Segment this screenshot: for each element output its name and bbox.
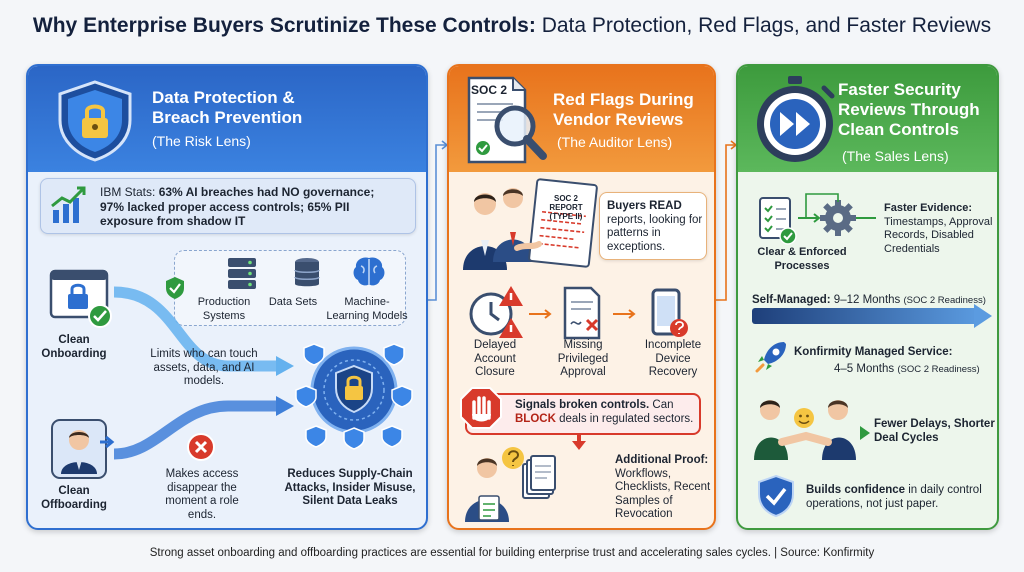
self-managed-text: Self-Managed: 9–12 Months (SOC 2 Readine… — [752, 294, 997, 308]
ibm-stats-card — [40, 178, 416, 234]
buyers-rest: reports, looking for patterns in excepti… — [607, 213, 703, 253]
faster-evidence-text: Faster Evidence: Timestamps, Approval Re… — [884, 202, 996, 256]
panel3-title-line3: Clean Controls — [838, 120, 959, 139]
infographic-title: Why Enterprise Buyers Scrutinize These C… — [0, 14, 1024, 38]
clean-offboarding-label: Clean Offboarding — [41, 485, 107, 511]
onboarding-flow-arrow — [113, 286, 294, 460]
self-small: (SOC 2 Readiness) — [903, 295, 986, 306]
rocket-icon — [755, 342, 786, 373]
stop-hand-icon — [460, 387, 502, 429]
limits-text: Limits who can touch assets, data, and A… — [150, 348, 258, 387]
stats-bold1: 63% AI breaches had NO governance; — [158, 185, 375, 199]
stats-bold3: exposure from shadow IT — [100, 214, 246, 228]
managed-rest: 4–5 Months — [834, 363, 895, 375]
panel2-title-line2: Vendor Reviews — [553, 110, 684, 129]
timeline-arrowhead-icon — [974, 304, 992, 328]
self-rest: 9–12 Months — [833, 294, 901, 306]
panel1-title-line2: Breach Prevention — [152, 108, 303, 127]
soc2-doc-label: SOC 2 — [471, 83, 508, 97]
alert-rest1: Can — [652, 399, 674, 411]
x-circle-icon — [187, 433, 215, 461]
makes-text: Makes access disappear the moment a role… — [165, 468, 239, 521]
buyers-read-card — [599, 192, 707, 260]
asset-ml-models: Machine-Learning Models — [326, 296, 408, 322]
auditor-checklist-icon — [465, 447, 556, 522]
reduces-text: Reduces Supply-Chain Attacks, Insider Mi… — [284, 468, 416, 507]
asset-production-systems: Production Systems — [197, 296, 251, 322]
shield-network-icon — [295, 343, 413, 450]
alert-bold2: BLOCK — [515, 412, 556, 425]
soc2-document-magnifier-icon — [467, 76, 547, 164]
panel3-title-line2: Reviews Through — [838, 100, 980, 119]
chevron-arrow-icon — [860, 426, 870, 440]
buyers-bold: Buyers READ — [607, 200, 682, 212]
self-bold: Self-Managed: — [752, 294, 831, 306]
check-shield-icon — [758, 474, 794, 518]
managed-service-duration: 4–5 Months (SOC 2 Readiness) — [834, 363, 997, 377]
stats-prefix: IBM Stats: — [100, 185, 159, 199]
alert-bold1: Signals broken controls. — [515, 399, 650, 411]
additional-proof-text: Additional Proof: Workflows, Checklists,… — [615, 454, 713, 522]
panel1-subtitle: (The Risk Lens) — [152, 133, 251, 149]
evidence-rest: Timestamps, Approval Records, Disabled C… — [884, 215, 993, 255]
asset-data-sets: Data Sets — [268, 296, 318, 308]
alert-rest2: deals in regulated sectors. — [559, 412, 694, 425]
fewer-delays-text: Fewer Delays, Shorter Deal Cycles — [874, 418, 995, 444]
panel3-title-line1: Faster Security — [838, 80, 961, 99]
flag-incomplete-recovery: Incomplete Device Recovery — [644, 339, 702, 378]
panel-auditor-lens: SOC 2 Red Flags During Vendor Reviews (T… — [447, 64, 716, 530]
panel3-subtitle: (The Sales Lens) — [842, 148, 949, 164]
shield-lock-icon — [58, 80, 132, 162]
panel-risk-lens: Data Protection & Breach Prevention (The… — [26, 64, 428, 530]
flag-delayed-text: Delayed Account Closure — [473, 339, 517, 378]
growth-chart-icon — [51, 186, 86, 223]
database-icon — [294, 258, 320, 287]
ibm-stats-text: IBM Stats: 63% AI breaches had NO govern… — [100, 185, 416, 229]
flag-delayed-closure: Delayed Account Closure — [461, 339, 529, 380]
handshake-icon — [754, 400, 856, 460]
red-flag-icons-row — [469, 286, 688, 340]
title-bold: Why Enterprise Buyers Scrutinize These C… — [32, 14, 536, 37]
title-rest: Data Protection, Red Flags, and Faster R… — [541, 14, 992, 37]
builds-confidence-text: Builds confidence in daily control opera… — [806, 484, 996, 511]
flag-missing-approval: Missing Privileged Approval — [557, 339, 609, 378]
proof-rest: Workflows, Checklists, Recent Samples of… — [615, 467, 711, 521]
buyers-read-text: Buyers READ reports, looking for pattern… — [607, 200, 703, 254]
offboarding-person-icon — [51, 419, 115, 479]
clean-onboarding-label: Clean Onboarding — [41, 334, 107, 360]
proof-bold: Additional Proof: — [615, 454, 709, 466]
browser-lock-icon — [49, 269, 112, 328]
footer-source: Strong asset onboarding and offboarding … — [149, 547, 875, 559]
panel-sales-lens: Faster Security Reviews Through Clean Co… — [736, 64, 999, 530]
buyers-reading-report-icon — [463, 178, 598, 270]
managed-small: (SOC 2 Readiness) — [897, 364, 980, 375]
server-rack-icon — [228, 258, 256, 289]
stopwatch-fast-forward-icon — [757, 76, 835, 162]
builds-rest: in daily control operations, not just pa… — [806, 484, 982, 510]
clear-processes-label: Clear & Enforced Processes — [757, 246, 847, 272]
evidence-bold: Faster Evidence: — [884, 202, 973, 214]
alert-text: Signals broken controls. Can BLOCK deals… — [515, 399, 701, 426]
checklist-gear-icon — [759, 193, 876, 245]
brain-icon — [353, 257, 385, 286]
stats-bold2: 97% lacked proper access controls; 65% P… — [100, 199, 350, 214]
panel2-title-line1: Red Flags During — [553, 90, 694, 109]
self-managed-timeline-bar — [752, 308, 980, 324]
panel1-title-line1: Data Protection & — [152, 88, 295, 107]
soc2-report-label: SOC 2 REPORT (TYPE II) — [549, 194, 583, 221]
check-shield-icon — [166, 277, 184, 299]
panel2-subtitle: (The Auditor Lens) — [557, 134, 673, 150]
down-arrow-icon — [572, 433, 586, 450]
managed-service-label: Konfirmity Managed Service: — [794, 346, 953, 358]
builds-bold: Builds confidence — [806, 484, 906, 496]
